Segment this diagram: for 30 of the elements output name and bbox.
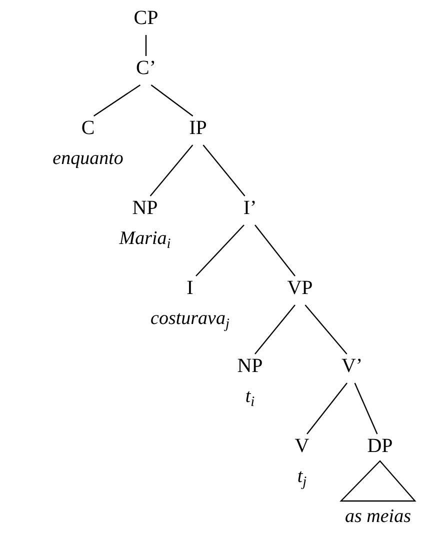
word-label: as meias [345, 505, 411, 529]
tree-branch [150, 144, 194, 196]
tree-branch [304, 304, 348, 354]
tree-branch [306, 382, 348, 434]
category-label: V [294, 434, 310, 459]
tree-branch [202, 144, 246, 196]
tree-branch [254, 224, 296, 276]
tree-branch [150, 84, 194, 116]
word-label: t$_{i}$ [245, 385, 255, 409]
word-label: enquanto [52, 147, 124, 171]
category-label: I [186, 276, 194, 301]
category-label: C’ [136, 56, 156, 81]
category-label: C [81, 116, 95, 141]
tree-branch [196, 224, 244, 276]
category-label: V’ [341, 354, 363, 379]
word-label: t$_{j}$ [297, 465, 307, 489]
tree-branch [354, 382, 378, 434]
tree-branch [145, 35, 147, 56]
category-label: CP [134, 6, 158, 31]
tree-branch [254, 304, 296, 354]
word-label: costurava$_{j}$ [150, 307, 230, 331]
category-label: DP [367, 434, 393, 459]
tree-branch [93, 84, 141, 116]
category-label: NP [237, 354, 263, 379]
category-label: I’ [243, 196, 257, 221]
category-label: VP [287, 276, 313, 301]
category-label: NP [132, 196, 158, 221]
word-label: Maria$_{i}$ [119, 227, 171, 251]
triangle-symbol [340, 460, 416, 502]
category-label: IP [189, 116, 207, 141]
